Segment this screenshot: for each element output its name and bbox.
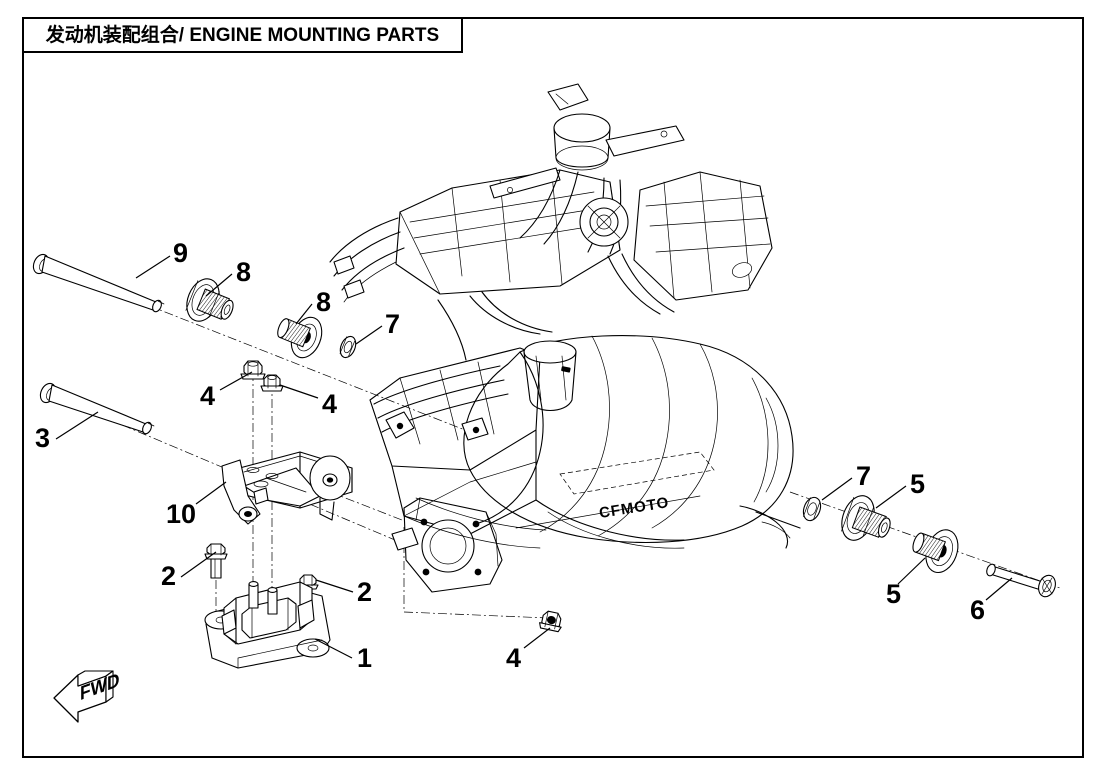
callout-number-7b[interactable]: 7 xyxy=(856,461,872,491)
part-8-bushing-left-inner xyxy=(277,316,323,359)
callout-number-2a[interactable]: 2 xyxy=(161,561,177,591)
callout-number-1[interactable]: 1 xyxy=(357,643,373,673)
engine-brand-emblem: CFMOTO xyxy=(515,451,715,529)
callout-number-4c[interactable]: 4 xyxy=(506,643,522,673)
part-6-through-bolt-right xyxy=(986,563,1056,598)
engine-clutch-cover xyxy=(463,335,801,549)
part-3-through-bolt-long-lower xyxy=(39,382,155,435)
part-4-flange-nut-upper-right xyxy=(260,374,284,392)
engine-wiring-harness xyxy=(329,217,405,303)
engine-intake-runners xyxy=(519,169,629,255)
svg-text:CFMOTO: CFMOTO xyxy=(598,494,671,522)
callout-number-9[interactable]: 9 xyxy=(173,238,189,268)
engine-cylinder-head xyxy=(395,169,621,295)
part-8-bushing-left-outer xyxy=(185,278,234,322)
engine-crankcase xyxy=(369,347,541,535)
callout-number-8a[interactable]: 8 xyxy=(236,257,252,287)
part-2-flange-bolt-left xyxy=(204,543,228,618)
engine-throttle-body xyxy=(489,83,685,199)
callout-number-4b[interactable]: 4 xyxy=(322,389,338,419)
callout-number-7a[interactable]: 7 xyxy=(385,309,401,339)
callout-number-6[interactable]: 6 xyxy=(970,595,986,625)
page-title: 发动机装配组合/ ENGINE MOUNTING PARTS xyxy=(45,24,440,46)
engine-oil-filler-neck xyxy=(523,340,577,412)
engine-mounting-lugs xyxy=(385,411,489,551)
part-5-bushing-right-outer xyxy=(841,495,891,541)
engine-lower-case-detail xyxy=(403,497,685,549)
part-4-flange-nut-upper-left xyxy=(240,360,266,380)
part-4-flange-nut-lower-center xyxy=(539,610,562,633)
part-7-washer-right xyxy=(802,496,822,522)
drawing-frame-border xyxy=(22,17,1084,758)
part-7-washer-left xyxy=(339,335,357,359)
part-1-engine-mount-cushion xyxy=(204,581,331,669)
callout-number-4a[interactable]: 4 xyxy=(200,381,216,411)
engine-assembly-illustration: CFMOTO xyxy=(329,83,801,593)
engine-cylinder-head-right xyxy=(633,171,773,301)
callout-number-3[interactable]: 3 xyxy=(35,423,51,453)
callout-number-2b[interactable]: 2 xyxy=(357,577,373,607)
callout-number-5a[interactable]: 5 xyxy=(910,469,926,499)
engine-coolant-hoses xyxy=(437,253,675,361)
title-block: 发动机装配组合/ ENGINE MOUNTING PARTS xyxy=(22,17,463,53)
part-9-through-bolt-long-upper xyxy=(32,253,165,313)
callout-number-10[interactable]: 10 xyxy=(166,499,197,529)
callout-number-5b[interactable]: 5 xyxy=(886,579,902,609)
part-5-bushing-right-inner xyxy=(912,529,959,574)
callout-leader-lines xyxy=(55,255,1013,659)
part-10-engine-mounting-bracket xyxy=(221,451,353,525)
forward-direction-arrow-icon: FWD xyxy=(53,669,120,723)
callout-number-8b[interactable]: 8 xyxy=(316,287,332,317)
